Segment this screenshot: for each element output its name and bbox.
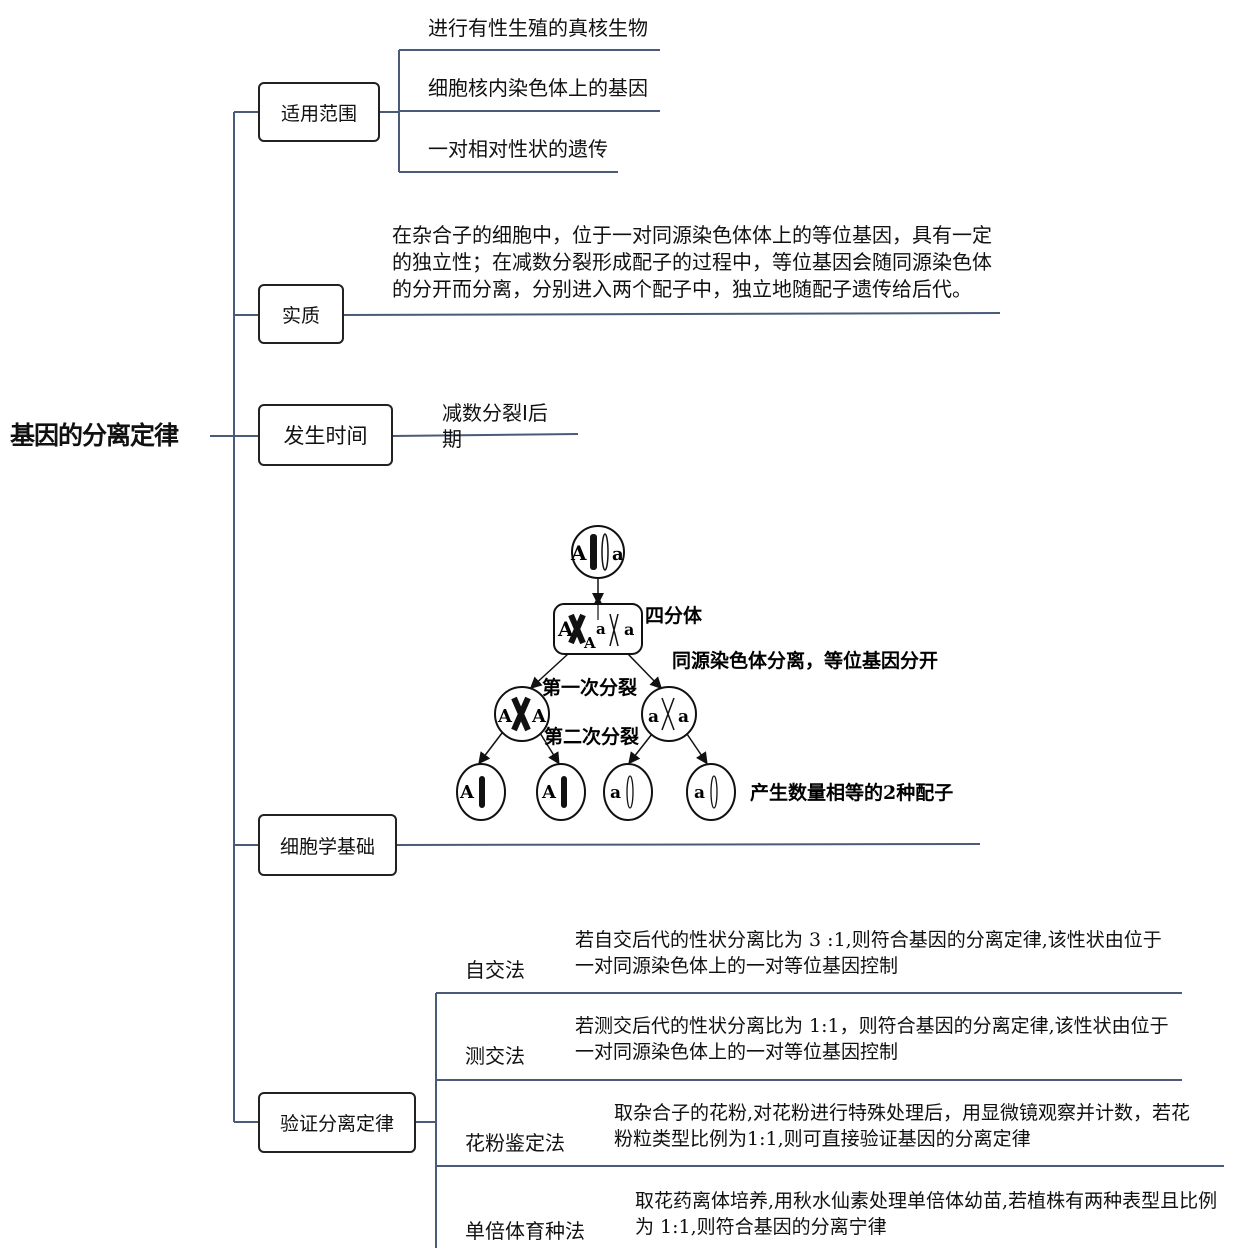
method-selfing: 自交法: [465, 958, 525, 982]
method-pollen: 花粉鉴定法: [465, 1131, 565, 1155]
meiosis-diagram: A a A A a a 四分体 同源染色体分离，等位基因分开 第一次分裂 A A…: [456, 525, 953, 821]
node-scope[interactable]: 适用范围: [258, 82, 380, 142]
allele-label: A: [459, 782, 475, 803]
node-cytology[interactable]: 细胞学基础: [258, 814, 397, 876]
allele-label: a: [610, 783, 621, 803]
allele-label: A: [570, 541, 587, 565]
essence-text: 在杂合子的细胞中，位于一对同源染色体体上的等位基因，具有一定的独立性；在减数分裂…: [392, 223, 992, 301]
allele-label: A: [497, 706, 513, 727]
gamete-A-1: A: [456, 763, 506, 821]
node-scope-label: 适用范围: [280, 102, 357, 125]
timing-text-line1: 减数分裂Ⅰ后: [442, 401, 548, 425]
second-division-label: 第二次分裂: [544, 725, 639, 748]
allele-label: a: [678, 707, 689, 727]
mi-cell-a: a a: [641, 686, 697, 742]
node-timing-label: 发生时间: [283, 424, 368, 448]
homolog-separation-label: 同源染色体分离，等位基因分开: [672, 649, 938, 672]
node-timing[interactable]: 发生时间: [258, 404, 393, 466]
scope-item-3: 一对相对性状的遗传: [428, 137, 608, 161]
map-title: 基因的分离定律: [10, 421, 179, 450]
mi-cell-A: A A: [494, 686, 550, 742]
node-essence-label: 实质: [281, 304, 320, 327]
allele-label: a: [694, 783, 705, 803]
timing-text-line2: 期: [442, 427, 462, 451]
method-pollen-desc: 取杂合子的花粉,对花粉进行特殊处理后，用显微镜观察并计数，若花粉粒类型比例为1:…: [614, 1102, 1191, 1150]
allele-label: a: [624, 620, 634, 639]
method-selfing-desc: 若自交后代的性状分离比为 3 :1,则符合基因的分离定律,该性状由位于一对同源染…: [575, 929, 1162, 977]
first-division-label: 第一次分裂: [542, 676, 637, 699]
gamete-A-2: A: [536, 763, 586, 821]
allele-label: a: [648, 707, 659, 727]
allele-label: a: [612, 544, 624, 565]
tetrad-label: 四分体: [645, 604, 703, 627]
gamete-a-1: a: [603, 763, 653, 821]
allele-label: A: [557, 617, 574, 641]
gametes-label: 产生数量相等的2种配子: [750, 781, 953, 804]
node-essence[interactable]: 实质: [258, 284, 344, 344]
scope-item-2: 细胞核内染色体上的基因: [428, 76, 648, 100]
node-verify[interactable]: 验证分离定律: [258, 1092, 416, 1153]
allele-label: A: [583, 634, 596, 652]
parent-cell: A a: [570, 525, 625, 579]
allele-label: A: [531, 706, 547, 727]
node-cytology-label: 细胞学基础: [279, 835, 375, 858]
method-haploid: 单倍体育种法: [465, 1219, 585, 1243]
gamete-a-2: a: [686, 763, 736, 821]
method-testcross-desc: 若测交后代的性状分离比为 1:1，则符合基因的分离定律,该性状由位于一对同源染色…: [575, 1015, 1169, 1063]
allele-label: A: [541, 782, 557, 803]
method-haploid-desc: 取花药离体培养,用秋水仙素处理单倍体幼苗,若植株有两种表型且比例为 1:1,则符…: [635, 1190, 1218, 1238]
tetrad-cell: A A a a: [553, 595, 643, 655]
node-verify-label: 验证分离定律: [279, 1113, 394, 1135]
allele-label: a: [596, 620, 606, 638]
method-testcross: 测交法: [465, 1044, 525, 1068]
scope-item-1: 进行有性生殖的真核生物: [428, 16, 648, 40]
